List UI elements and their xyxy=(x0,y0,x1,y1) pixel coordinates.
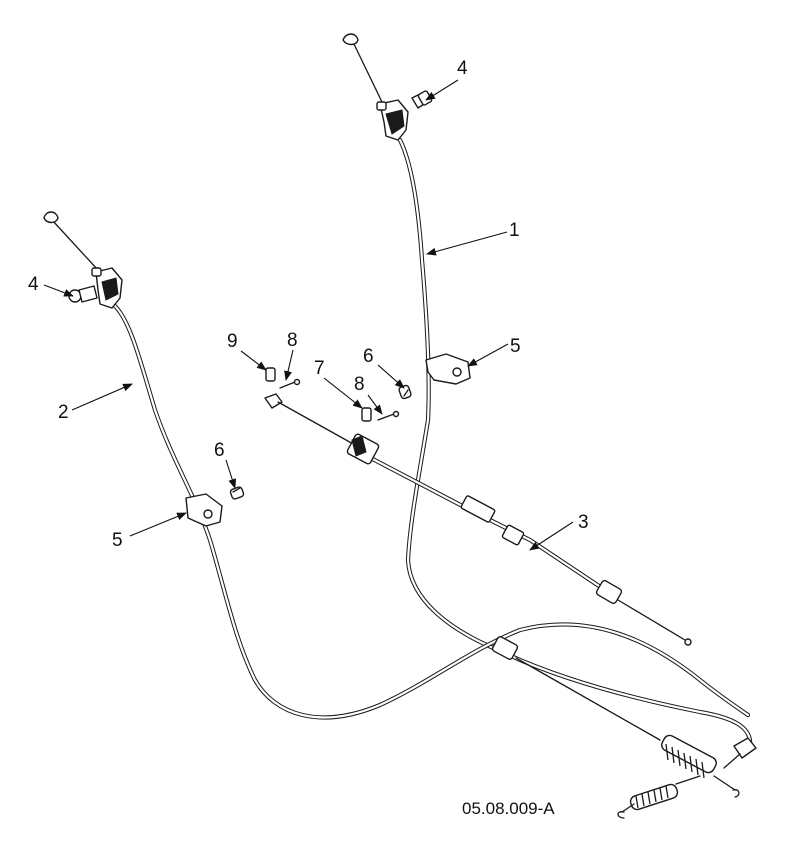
callout-6-upper: 6 xyxy=(363,346,374,367)
springs xyxy=(617,734,740,819)
fitting-4-upper xyxy=(411,90,433,109)
bolt-6-lower xyxy=(229,486,245,500)
cable-3 xyxy=(264,393,692,741)
callout-7: 7 xyxy=(314,358,325,379)
callout-labels: 1 2 3 4 4 5 5 6 6 7 8 8 9 xyxy=(28,58,589,551)
callout-3: 3 xyxy=(578,512,589,533)
callout-5-lower: 5 xyxy=(112,530,123,551)
cable-2 xyxy=(43,211,751,720)
callout-8-lower: 8 xyxy=(354,374,365,395)
fitting-4-left xyxy=(68,285,98,303)
leader-lines xyxy=(43,79,574,551)
pin-9 xyxy=(265,367,276,382)
callout-6-lower: 6 xyxy=(214,440,225,461)
callout-8-upper: 8 xyxy=(287,330,298,351)
callout-4-upper: 4 xyxy=(457,58,468,79)
callout-9: 9 xyxy=(227,331,238,352)
callout-2: 2 xyxy=(58,402,69,423)
cable-1 xyxy=(342,33,757,769)
figure-id: 05.08.009-A xyxy=(462,799,555,818)
callout-5-upper: 5 xyxy=(510,336,521,357)
clamp-upper-right xyxy=(425,353,471,385)
pin-7 xyxy=(361,407,372,422)
clip-8-left xyxy=(279,378,301,389)
clamp-lower-left xyxy=(185,493,223,527)
clip-8-right xyxy=(377,410,400,421)
callout-4-left: 4 xyxy=(28,274,39,295)
callout-1: 1 xyxy=(509,220,520,241)
bolt-6-upper xyxy=(398,384,412,400)
